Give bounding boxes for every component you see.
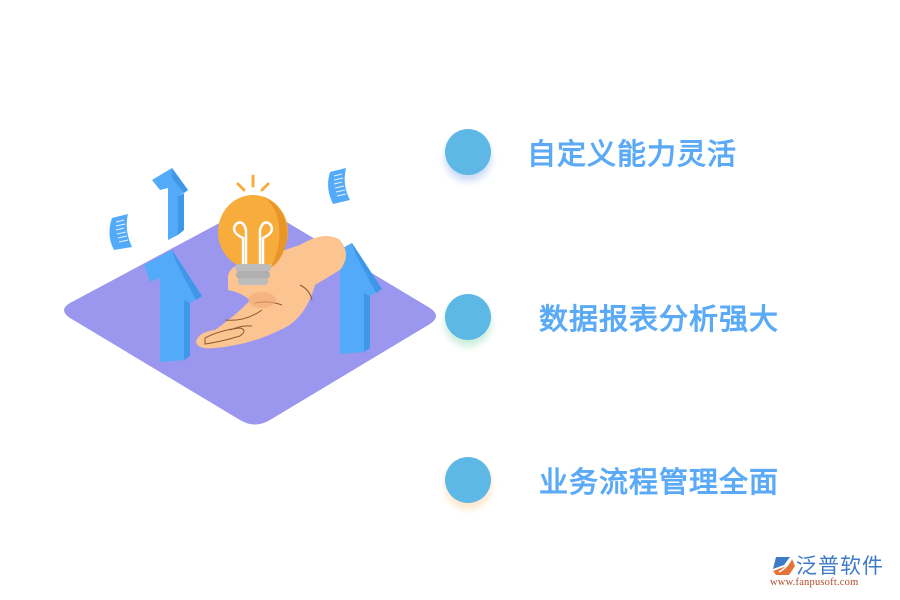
up-arrow-icon (152, 168, 188, 240)
fanpu-logo-icon (773, 557, 795, 575)
circle-bullet-icon (445, 129, 491, 175)
feature-label: 业务流程管理全面 (539, 465, 780, 499)
feature-item-reporting: 数据报表分析强大 (445, 292, 778, 342)
feature-item-workflow: 业务流程管理全面 (445, 455, 778, 505)
feature-label: 自定义能力灵活 (527, 137, 738, 171)
fanpu-logo: 泛普软件 www.fanpusoft.com (768, 553, 896, 593)
up-arrow-icon (144, 250, 202, 362)
logo-brand-name: 泛普软件 (796, 554, 884, 578)
open-hand-icon (196, 236, 346, 349)
circle-bullet-icon (445, 457, 491, 503)
feature-label: 数据报表分析强大 (539, 302, 780, 336)
circle-bullet-icon (445, 294, 491, 340)
lightbulb-icon (218, 174, 288, 285)
feature-item-customization: 自定义能力灵活 (445, 127, 736, 177)
illustration-hand-lightbulb (64, 168, 436, 425)
document-sheet-icon (328, 168, 350, 204)
logo-url: www.fanpusoft.com (770, 577, 859, 588)
document-sheet-icon (109, 214, 132, 250)
